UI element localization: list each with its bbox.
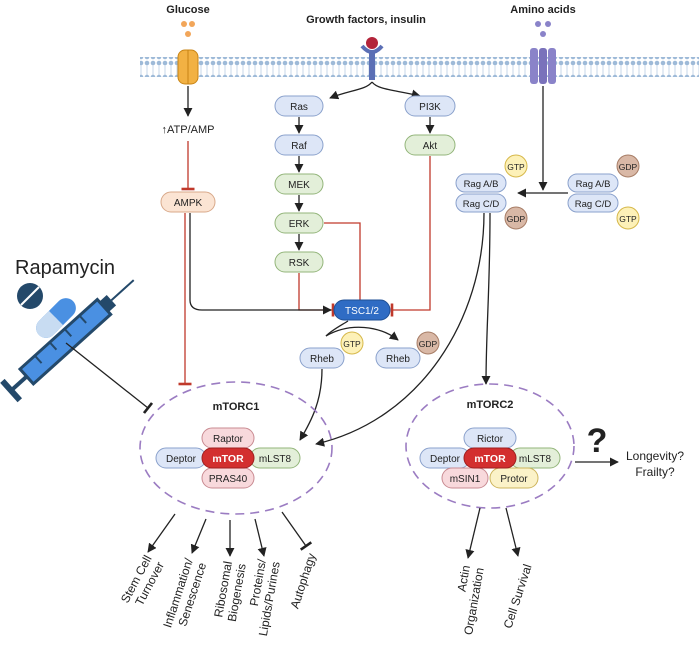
cell-membrane	[140, 57, 699, 77]
frailty-label: Frailty?	[635, 465, 675, 479]
svg-text:Rictor: Rictor	[477, 434, 504, 445]
growth-factor-receptor-icon	[360, 37, 384, 80]
mtorc1-title: mTORC1	[213, 401, 260, 413]
question-mark: ?	[587, 422, 608, 460]
svg-text:mSIN1: mSIN1	[450, 474, 481, 485]
output-autophagy: Autophagy	[288, 551, 319, 610]
rag-active-node: Rag A/B Rag C/D GTP GDP	[455, 154, 528, 230]
svg-text:MEK: MEK	[288, 180, 310, 191]
svg-text:GTP: GTP	[619, 214, 637, 224]
pi3k-node: PI3K	[404, 95, 456, 117]
svg-text:ERK: ERK	[289, 219, 310, 230]
rapamycin-label: Rapamycin	[15, 257, 115, 279]
svg-text:mTOR: mTOR	[212, 453, 244, 465]
svg-text:GTP: GTP	[507, 162, 525, 172]
ras-node: Ras	[274, 95, 324, 117]
svg-text:Rag A/B: Rag A/B	[576, 179, 611, 190]
mtorc2-boundary	[405, 383, 575, 509]
svg-text:AMPK: AMPK	[174, 198, 203, 209]
output-ribosomal: Ribosomal Biogenesis	[211, 560, 248, 623]
svg-text:Cell Survival: Cell Survival	[501, 562, 535, 630]
growth-factors-label: Growth factors, insulin	[306, 14, 426, 26]
svg-text:Akt: Akt	[423, 141, 438, 152]
svg-text:Rheb: Rheb	[310, 354, 334, 365]
svg-text:Raptor: Raptor	[213, 434, 244, 445]
amino-acids-label: Amino acids	[510, 4, 575, 16]
mtorc1-boundary	[139, 381, 333, 515]
output-actin: Actin Organization	[455, 564, 487, 636]
svg-text:Rag C/D: Rag C/D	[575, 199, 612, 210]
output-inflammation: Inflammation/ Senescence	[160, 556, 209, 629]
svg-text:Protor: Protor	[500, 474, 528, 485]
mtorc2-complex: Rictor Deptor mLST8 mSIN1 Protor mTOR	[419, 427, 561, 489]
svg-text:Deptor: Deptor	[166, 454, 197, 465]
svg-text:GTP: GTP	[343, 339, 361, 349]
svg-text:PI3K: PI3K	[419, 102, 441, 113]
svg-text:Rag A/B: Rag A/B	[464, 179, 499, 190]
svg-text:Ras: Ras	[290, 102, 308, 113]
svg-text:GDP: GDP	[507, 214, 526, 224]
svg-text:mTOR: mTOR	[474, 453, 506, 465]
pill-icon	[17, 283, 76, 338]
svg-text:TSC1/2: TSC1/2	[345, 306, 379, 317]
longevity-label: Longevity?	[626, 449, 684, 463]
atp-amp-label: ↑ATP/AMP	[162, 124, 215, 136]
tsc-node: TSC1/2	[333, 299, 391, 321]
rag-inactive-node: Rag A/B Rag C/D GDP GTP	[567, 154, 640, 230]
svg-text:Actin: Actin	[455, 564, 473, 593]
syringe-icon	[0, 279, 135, 403]
rheb-gdp-node: Rheb GDP	[375, 331, 440, 369]
svg-text:mLST8: mLST8	[519, 454, 552, 465]
svg-text:Rheb: Rheb	[386, 354, 410, 365]
glucose-label: Glucose	[166, 4, 209, 16]
raf-node: Raf	[274, 134, 324, 156]
amino-acid-transporter-icon	[530, 21, 556, 84]
akt-node: Akt	[404, 134, 456, 156]
rheb-gtp-node: Rheb GTP	[299, 331, 364, 369]
svg-text:PRAS40: PRAS40	[209, 474, 248, 485]
mtorc2-title: mTORC2	[467, 399, 514, 411]
svg-text:Raf: Raf	[291, 141, 307, 152]
svg-text:Rag C/D: Rag C/D	[463, 199, 500, 210]
rsk-node: RSK	[274, 251, 324, 273]
svg-text:RSK: RSK	[289, 258, 310, 269]
erk-node: ERK	[274, 212, 324, 234]
mek-node: MEK	[274, 173, 324, 195]
mtorc1-complex: Raptor PRAS40 Deptor mLST8 mTOR	[155, 427, 301, 489]
svg-text:Deptor: Deptor	[430, 454, 461, 465]
svg-text:GDP: GDP	[419, 339, 438, 349]
svg-text:Autophagy: Autophagy	[288, 551, 319, 610]
output-proteins: Proteins/ Lipids/Purines	[247, 557, 283, 637]
output-cell-survival: Cell Survival	[501, 562, 535, 630]
output-stem-cell: Stem Cell Turnover	[118, 553, 167, 608]
glucose-transporter-icon	[177, 21, 199, 85]
ampk-node: AMPK	[160, 191, 216, 213]
svg-text:GDP: GDP	[619, 162, 638, 172]
svg-text:mLST8: mLST8	[259, 454, 292, 465]
